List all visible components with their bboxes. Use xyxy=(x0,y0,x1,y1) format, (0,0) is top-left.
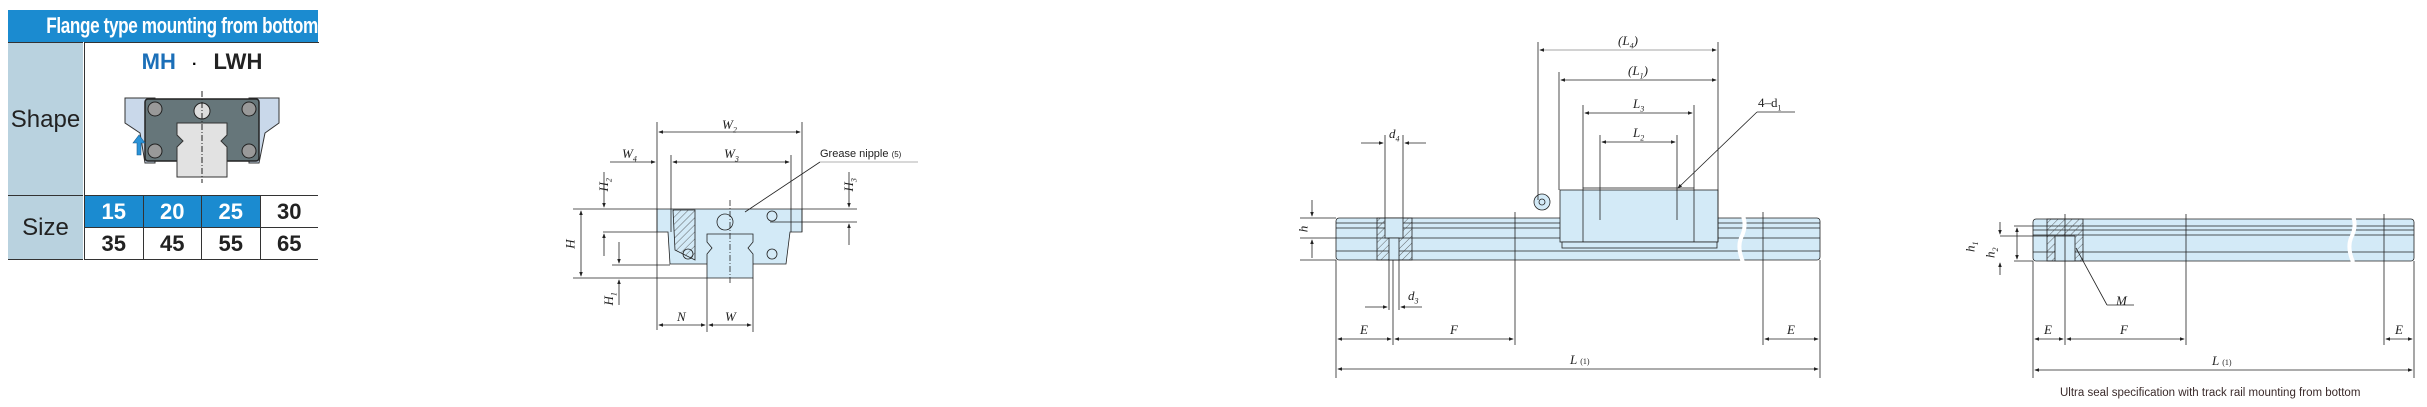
dim-n: N xyxy=(677,309,686,324)
table-header-text: Flange type mounting from bottom xyxy=(46,13,318,38)
shape-cell: MH · LWH xyxy=(84,42,319,196)
dim-4-d1: 4–d1 xyxy=(1758,95,1782,113)
block-shape-illustration xyxy=(124,91,280,183)
dim-d3: d3 xyxy=(1408,288,1419,306)
dim-l4: (L4) xyxy=(1618,33,1638,51)
dim-h1-rail: h1 xyxy=(1962,241,1981,253)
dim-l-2: L (1) xyxy=(2212,353,2232,368)
model-mh: MH xyxy=(141,49,176,74)
model-lwh: LWH xyxy=(213,49,263,74)
dim-h2-rail: h2 xyxy=(1982,247,2001,259)
dim-e-right: E xyxy=(1787,322,1795,337)
size-35: 35 xyxy=(84,227,143,259)
dim-w: W xyxy=(725,309,736,324)
dim-l2: L2 xyxy=(1633,125,1645,143)
dim-h2: H2 xyxy=(595,178,614,192)
dim-l: L (1) xyxy=(1570,352,1590,367)
front-view xyxy=(573,122,918,332)
model-separator: · xyxy=(192,56,198,73)
dim-h: H xyxy=(562,239,578,249)
dim-d4: d4 xyxy=(1389,126,1400,144)
side-view xyxy=(1300,42,1821,378)
dim-w2: W2 xyxy=(722,117,737,135)
size-grid: 15 20 25 30 35 45 55 65 xyxy=(84,195,318,260)
size-65: 65 xyxy=(259,227,318,259)
bottom-mount-caption: Ultra seal specification with track rail… xyxy=(2060,387,2361,399)
dim-l3: L3 xyxy=(1633,96,1645,114)
shape-label: Shape xyxy=(8,42,83,196)
size-55: 55 xyxy=(201,227,260,259)
size-30: 30 xyxy=(259,196,319,227)
size-15: 15 xyxy=(84,196,143,227)
dim-e-left-2: E xyxy=(2044,322,2052,337)
dim-e-right-2: E xyxy=(2395,322,2403,337)
dim-l1: (L1) xyxy=(1628,63,1648,81)
grease-nipple-label: Grease nipple (5) xyxy=(820,148,902,160)
size-25: 25 xyxy=(201,196,260,227)
dim-f: F xyxy=(1450,322,1458,337)
size-20: 20 xyxy=(142,196,201,227)
dim-h3: H3 xyxy=(840,178,859,192)
dim-h1: H1 xyxy=(600,292,619,306)
dim-e-left: E xyxy=(1360,322,1368,337)
dim-m: M xyxy=(2116,293,2127,308)
model-names: MH · LWH xyxy=(85,49,319,75)
bottom-mount-view xyxy=(1998,214,2415,378)
dim-h-rail: h xyxy=(1295,225,1311,233)
dim-f-2: F xyxy=(2120,322,2128,337)
size-label: Size xyxy=(8,195,83,260)
size-45: 45 xyxy=(142,227,201,259)
table-header: Flange type mounting from bottom xyxy=(8,10,318,42)
dim-w4: W4 xyxy=(622,146,637,164)
dim-w3: W3 xyxy=(724,146,739,164)
mounting-direction-arrow-icon xyxy=(132,134,146,156)
